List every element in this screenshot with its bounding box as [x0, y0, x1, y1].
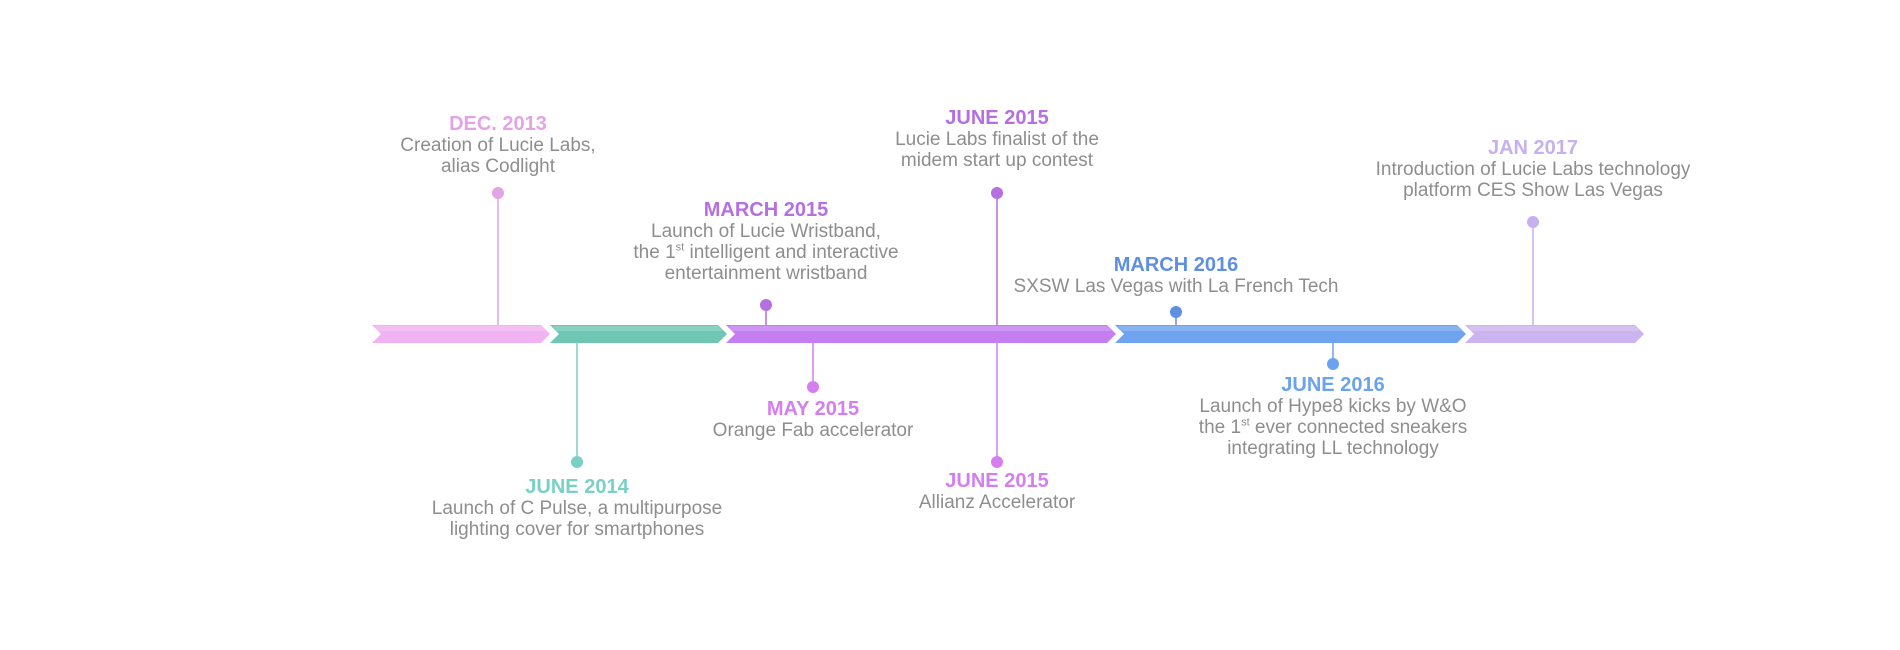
event-description-line: Orange Fab accelerator [712, 420, 914, 441]
event-description-line: Allianz Accelerator [918, 492, 1076, 513]
event-date: JUNE 2014 [525, 476, 629, 498]
event-dot-dec-2013 [492, 187, 504, 199]
segment-2013 [372, 325, 550, 343]
segment-2013-highlight [375, 326, 546, 331]
segment-2014 [550, 325, 727, 343]
event-description-line: Introduction of Lucie Labs technology [1375, 159, 1691, 180]
event-description-line: Launch of C Pulse, a multipurpose [431, 498, 723, 519]
event-description-line: alias Codlight [440, 156, 556, 177]
event-dot-jan-2017 [1527, 216, 1539, 228]
event-description-line: Launch of Hype8 kicks by W&O [1199, 396, 1467, 417]
event-dot-march-2015 [760, 299, 772, 311]
event-description-line: lighting cover for smartphones [449, 519, 705, 540]
event-date: MARCH 2016 [1113, 254, 1239, 276]
segment-2015-highlight [729, 326, 1112, 331]
event-dot-june-2015-b [991, 456, 1003, 468]
event-description-line: Creation of Lucie Labs, [400, 135, 596, 156]
event-connectors [492, 187, 1539, 468]
event-dot-june-2014 [571, 456, 583, 468]
segment-2016-highlight [1118, 326, 1462, 331]
event-date: DEC. 2013 [449, 113, 547, 135]
event-date: MAY 2015 [766, 398, 860, 420]
event-description-line: Lucie Labs finalist of the [895, 129, 1099, 150]
segment-2017-highlight [1468, 326, 1640, 331]
event-dot-may-2015 [807, 381, 819, 393]
event-date: JUNE 2016 [1281, 374, 1385, 396]
event-description-line: platform CES Show Las Vegas [1403, 180, 1663, 201]
event-date: JUNE 2015 [945, 107, 1049, 129]
segment-2015 [726, 325, 1116, 343]
event-date: MARCH 2015 [703, 199, 829, 221]
segment-2016 [1115, 325, 1466, 343]
event-dot-june-2015-a [991, 187, 1003, 199]
timeline-bar [372, 325, 1644, 343]
event-description-line: midem start up contest [900, 150, 1094, 171]
event-description-line: entertainment wristband [664, 263, 868, 284]
event-dot-march-2016 [1170, 306, 1182, 318]
event-description-line: Launch of Lucie Wristband, [651, 221, 881, 242]
event-description-line: the 1st ever connected sneakers [1198, 416, 1468, 438]
event-date: JUNE 2015 [945, 470, 1049, 492]
event-description-line: SXSW Las Vegas with La French Tech [1013, 276, 1339, 297]
segment-2014-highlight [553, 326, 723, 331]
segment-2017 [1465, 325, 1644, 343]
event-description-line: the 1st intelligent and interactive [633, 241, 899, 263]
event-description-line: integrating LL technology [1227, 438, 1439, 459]
event-date: JAN 2017 [1487, 137, 1579, 159]
event-dot-june-2016 [1327, 358, 1339, 370]
